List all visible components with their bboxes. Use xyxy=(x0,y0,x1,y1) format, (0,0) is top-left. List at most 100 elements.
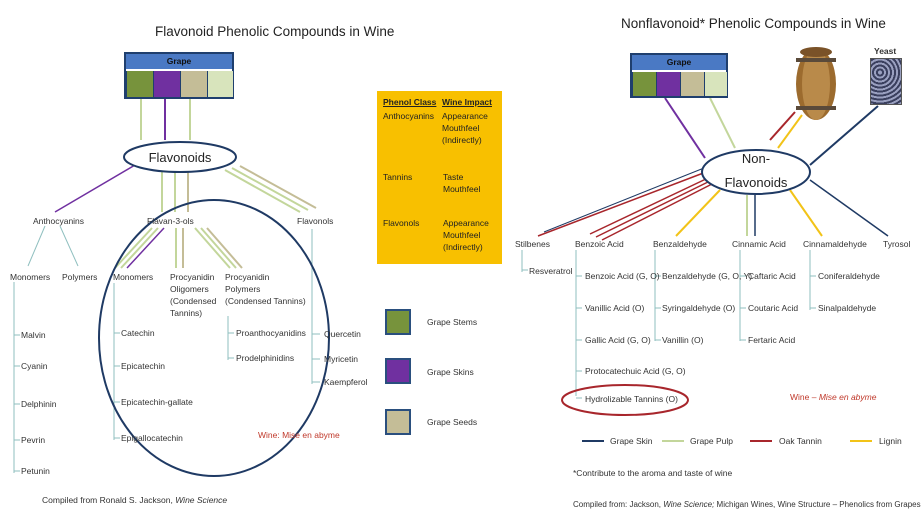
left-grape-label: Grape xyxy=(126,54,232,69)
antho-item: Petunin xyxy=(21,466,50,476)
grape-skin-swatch xyxy=(153,71,181,97)
cinnamic-item: Fertaric Acid xyxy=(748,335,796,345)
left-credit: Compiled from Ronald S. Jackson, Wine Sc… xyxy=(42,495,228,505)
benzoic-item: Hydrolizable Tannins (O) xyxy=(585,394,678,404)
yeast-label: Yeast xyxy=(874,46,897,56)
flavan-oligomers-3: (Condensed xyxy=(170,296,217,306)
right-mise-note: Wine – Mise en abyme xyxy=(790,392,877,402)
antho-polymers: Polymers xyxy=(62,272,98,282)
right-grape-label: Grape xyxy=(632,55,726,70)
cinnamic-item: Caftaric Acid xyxy=(748,271,796,281)
branch-cinnamaldehyde: Cinnamaldehyde xyxy=(803,239,867,249)
flavan-polymers-2: Polymers xyxy=(225,284,261,294)
benzoic-item: Gallic Acid (G, O) xyxy=(585,335,651,345)
line-legend-label: Oak Tannin xyxy=(779,436,822,446)
cinnamaldehyde-item: Coniferaldehyde xyxy=(818,271,880,281)
grape-seed-swatch xyxy=(180,71,208,97)
flavan-polymer-item: Prodelphinidins xyxy=(236,353,295,363)
flavan-monomers: Monomers xyxy=(113,272,154,282)
legend-impact: Appearance xyxy=(443,218,489,228)
line-legend-label: Lignin xyxy=(879,436,902,446)
benzaldehyde-item: Benzaldehyde (G, O, Y) xyxy=(662,271,753,281)
legend-class: Tannins xyxy=(383,172,413,182)
hydrolizable-ellipse xyxy=(561,384,689,416)
flavan-ellipse xyxy=(98,199,330,477)
legend-impact: Mouthfeel xyxy=(443,184,481,194)
phenol-class-legend: Phenol Class Wine Impact Anthocyanins Ap… xyxy=(377,91,502,264)
cinnamic-item: Coutaric Acid xyxy=(748,303,799,313)
flavonol-item: Myricetin xyxy=(324,354,359,364)
line-to-flavonols-3 xyxy=(239,165,317,209)
grape-pulp-swatch xyxy=(704,72,727,96)
flavan-polymers-3: (Condensed Tannins) xyxy=(225,296,306,306)
nonflavonoids-ellipse xyxy=(701,149,811,195)
legend-header-class: Phenol Class xyxy=(383,97,437,107)
flavonol-item: Quercetin xyxy=(324,329,361,339)
legend-header-impact: Wine Impact xyxy=(442,97,492,107)
flavan-oligomers-2: Oligomers xyxy=(170,284,209,294)
branch-benzaldehyde: Benzaldehyde xyxy=(653,239,707,249)
right-title: Nonflavonoid* Phenolic Compounds in Wine xyxy=(621,16,886,31)
grape-seed-swatch xyxy=(680,72,705,96)
antho-item: Malvin xyxy=(21,330,46,340)
legend-impact: Taste xyxy=(443,172,464,182)
skins-swatch xyxy=(385,358,411,384)
seeds-label: Grape Seeds xyxy=(427,417,478,427)
flavan-polymers-1: Procyanidin xyxy=(225,272,270,282)
skins-label: Grape Skins xyxy=(427,367,474,377)
branch-anthocyanins: Anthocyanins xyxy=(33,216,85,226)
flavan-polymer-item: Proanthocyanidins xyxy=(236,328,306,338)
antho-item: Cyanin xyxy=(21,361,48,371)
branch-flavonols: Flavonols xyxy=(297,216,334,226)
line-legend-label: Grape Skin xyxy=(610,436,653,446)
branch-benzoic: Benzoic Acid xyxy=(575,239,624,249)
legend-impact: Appearance xyxy=(442,111,488,121)
benzaldehyde-item: Vanillin (O) xyxy=(662,335,704,345)
flavan-monomer-item: Catechin xyxy=(121,328,155,338)
nonflavonoids-label-1: Non- xyxy=(741,151,771,166)
flavonoids-label: Flavonoids xyxy=(148,150,212,165)
line-to-anthocyanins xyxy=(54,164,136,213)
stems-swatch xyxy=(385,309,411,335)
right-credit: Compiled from: Jackson, Wine Science; Mi… xyxy=(573,500,922,509)
benzoic-item: Vanillic Acid (O) xyxy=(585,303,645,313)
line-to-flavonols-1 xyxy=(224,169,301,213)
line-legend-label: Grape Pulp xyxy=(690,436,733,446)
branch-stilbenes: Stilbenes xyxy=(515,239,550,249)
branch-flavan: Flavan-3-ols xyxy=(147,216,194,226)
legend-class: Anthocyanins xyxy=(383,111,435,121)
yeast-icon xyxy=(870,58,902,105)
nonflavonoids-label-2: Flavonoids xyxy=(724,175,788,190)
legend-impact: (Indirectly) xyxy=(442,135,482,145)
line-to-flavonols-2 xyxy=(231,167,309,211)
right-footnote: *Contribute to the aroma and taste of wi… xyxy=(573,468,733,478)
flavan-oligomers-4: Tannins) xyxy=(170,308,203,318)
stems-label: Grape Stems xyxy=(427,317,478,327)
stilbene-item: Resveratrol xyxy=(529,266,573,276)
legend-impact: Mouthfeel xyxy=(443,230,481,240)
legend-impact: (Indirectly) xyxy=(443,242,483,252)
oak-barrel-icon xyxy=(796,47,836,120)
left-title: Flavonoid Phenolic Compounds in Wine xyxy=(155,24,395,39)
flavonol-item: Kaempferol xyxy=(324,377,368,387)
flavan-monomer-item: Epicatechin-gallate xyxy=(121,397,193,407)
branch-tyrosol: Tyrosol xyxy=(883,239,911,249)
benzoic-item: Protocatechuic Acid (G, O) xyxy=(585,366,686,376)
antho-item: Pevrin xyxy=(21,435,46,445)
right-grape-box: Grape xyxy=(630,53,728,98)
grape-skin-swatch xyxy=(656,72,681,96)
antho-item: Delphinin xyxy=(21,399,57,409)
seeds-swatch xyxy=(385,409,411,435)
benzaldehyde-item: Syringaldehyde (O) xyxy=(662,303,736,313)
legend-class: Flavonols xyxy=(383,218,420,228)
cinnamaldehyde-item: Sinalpaldehyde xyxy=(818,303,877,313)
grape-pulp-swatch xyxy=(207,71,233,97)
left-mise-note: Wine: Mise en abyme xyxy=(258,430,340,440)
branch-cinnamic: Cinnamic Acid xyxy=(732,239,786,249)
flavan-monomer-item: Epigallocatechin xyxy=(121,433,183,443)
flavan-monomer-item: Epicatechin xyxy=(121,361,165,371)
grape-stem-swatch xyxy=(126,71,154,97)
benzoic-item: Benzoic Acid (G, O) xyxy=(585,271,660,281)
flavonoids-ellipse xyxy=(123,141,237,173)
